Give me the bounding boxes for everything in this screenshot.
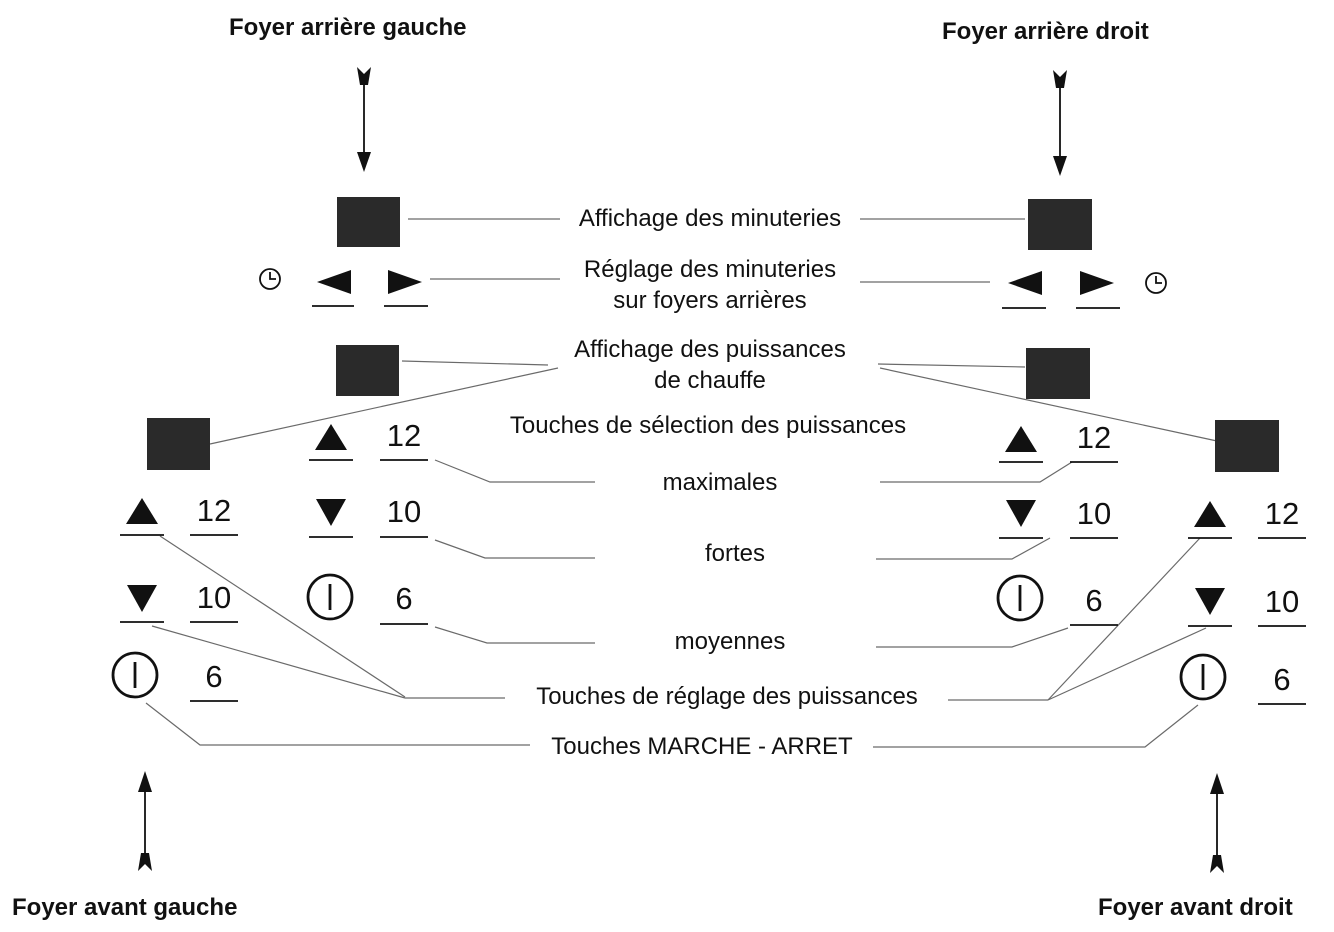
burner-arrows — [138, 67, 1224, 873]
leader-onoff-right — [873, 704, 1199, 748]
clock-icons — [259, 268, 1167, 294]
on-off-keys — [111, 573, 1227, 701]
label-timer-setting-1: Réglage des minuteries — [583, 256, 837, 283]
label-timer-display: Affichage des minuteries — [578, 205, 842, 232]
power-value-fr-max: 12 — [1264, 496, 1300, 531]
timer-display-rear-right — [1028, 199, 1092, 250]
down-triangle-icon[interactable] — [316, 499, 346, 526]
power-value-fl-max: 12 — [196, 493, 232, 528]
power-value-rr-strong: 10 — [1076, 496, 1112, 531]
arrow-icon — [1210, 773, 1224, 873]
right-triangle-icon[interactable] — [388, 270, 422, 294]
burner-label-front-left: Foyer avant gauche — [12, 894, 238, 921]
power-icon[interactable] — [996, 574, 1044, 622]
up-triangle-icon[interactable] — [1194, 501, 1226, 527]
power-icon[interactable] — [111, 651, 159, 699]
leader-medium-right — [876, 627, 1069, 648]
leader-adjust-up-fr — [1047, 537, 1201, 701]
power-icon[interactable] — [1179, 653, 1227, 701]
up-triangle-icon[interactable] — [126, 498, 158, 524]
power-display-rear-left — [336, 345, 399, 396]
down-triangle-icon[interactable] — [1195, 588, 1225, 615]
leader-power-display-fr — [879, 367, 1218, 442]
power-value-fl-medium: 6 — [205, 659, 223, 694]
label-power-selection: Touches de sélection des puissances — [509, 412, 907, 439]
leader-medium-left — [434, 626, 595, 644]
power-value-fr-strong: 10 — [1264, 584, 1300, 619]
leader-adjust-up-fl — [159, 535, 406, 698]
power-display-rear-right — [1026, 348, 1090, 399]
leader-strong-left — [434, 539, 595, 559]
displays — [147, 197, 1279, 472]
arrow-icon — [1053, 70, 1067, 176]
up-triangle-icon[interactable] — [315, 424, 347, 450]
down-triangle-icon[interactable] — [1006, 500, 1036, 527]
timer-display-rear-left — [337, 197, 400, 247]
power-value-rl-strong: 10 — [386, 494, 422, 529]
power-value-rr-medium: 6 — [1085, 583, 1103, 618]
label-on-off: Touches MARCHE - ARRET — [551, 733, 853, 760]
left-triangle-icon[interactable] — [317, 270, 351, 294]
triangle-keys — [126, 270, 1226, 615]
leader-max-left — [434, 459, 595, 483]
burner-label-rear-right: Foyer arrière droit — [942, 18, 1149, 45]
leader-strong-right — [876, 537, 1051, 560]
power-display-front-right — [1215, 420, 1279, 472]
label-level-strong: fortes — [704, 540, 766, 567]
power-value-rl-medium: 6 — [395, 581, 413, 616]
arrow-icon — [357, 67, 371, 172]
power-value-fr-medium: 6 — [1273, 662, 1291, 697]
key-underlines — [120, 305, 1306, 705]
label-power-display-2: de chauffe — [654, 367, 766, 394]
label-timer-setting-2: sur foyers arrières — [613, 287, 807, 314]
power-value-rl-max: 12 — [386, 418, 422, 453]
label-power-adjust: Touches de réglage des puissances — [536, 683, 918, 710]
leader-power-display-rr — [877, 363, 1026, 368]
power-icon[interactable] — [306, 573, 354, 621]
leader-max-right — [880, 461, 1073, 483]
label-level-max: maximales — [662, 469, 778, 496]
leader-power-display-fl — [209, 367, 559, 445]
leader-adjust-down-fl — [151, 625, 406, 699]
leader-power-display-rl — [401, 360, 549, 366]
label-level-medium: moyennes — [674, 628, 786, 655]
down-triangle-icon[interactable] — [127, 585, 157, 612]
label-power-display-1: Affichage des puissances — [574, 336, 846, 363]
power-value-fl-strong: 10 — [196, 580, 232, 615]
clock-icon — [1145, 272, 1167, 294]
arrow-icon — [138, 771, 152, 871]
leader-adjust-down-fr — [1047, 627, 1207, 701]
left-triangle-icon[interactable] — [1008, 271, 1042, 295]
burner-label-front-right: Foyer avant droit — [1098, 894, 1293, 921]
up-triangle-icon[interactable] — [1005, 426, 1037, 452]
leader-lines — [145, 218, 1218, 748]
right-triangle-icon[interactable] — [1080, 271, 1114, 295]
leader-onoff-left — [145, 702, 530, 746]
clock-icon — [259, 268, 281, 290]
power-value-rr-max: 12 — [1076, 420, 1112, 455]
power-display-front-left — [147, 418, 210, 470]
burner-label-rear-left: Foyer arrière gauche — [229, 14, 467, 41]
